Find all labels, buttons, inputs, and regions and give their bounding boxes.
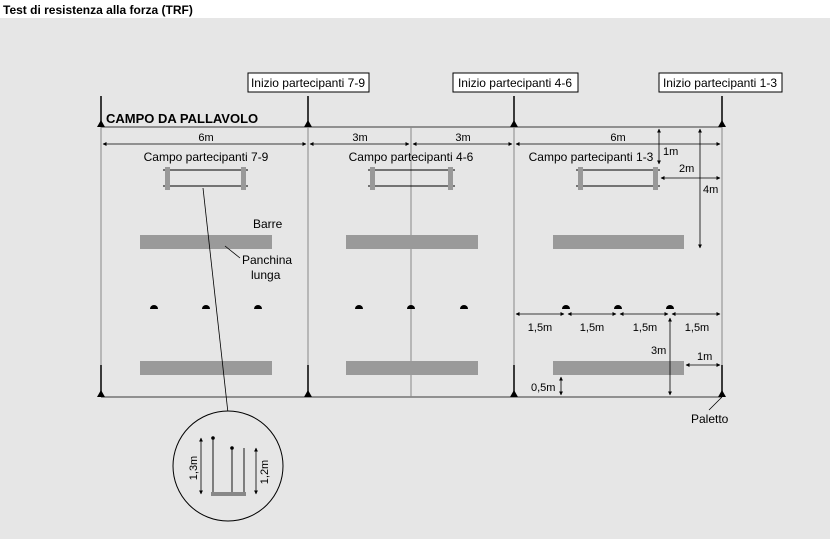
label-panchina: Panchina <box>242 253 292 267</box>
inset-dim-1-2: 1,2m <box>259 460 271 484</box>
label-barre: Barre <box>253 217 283 231</box>
dim-2m: 2m <box>679 163 694 175</box>
start-label-1-3: Inizio partecipanti 1-3 <box>658 72 783 93</box>
cones <box>150 305 674 309</box>
inset-leader-line <box>202 187 229 414</box>
dim-row-0: 1,5m <box>528 322 552 334</box>
court-dividers <box>100 127 723 397</box>
page-title: Test di resistenza alla forza (TRF) <box>3 3 193 17</box>
bench <box>140 361 272 375</box>
start-label-4-6-text: Inizio partecipanti 4-6 <box>458 76 572 90</box>
start-label-1-3-text: Inizio partecipanti 1-3 <box>663 76 777 90</box>
leader-line <box>708 396 723 411</box>
dim-top-0: 6m <box>198 132 213 144</box>
bench <box>346 361 478 375</box>
dim-row-3: 1,5m <box>685 322 709 334</box>
bar <box>576 167 660 190</box>
dim-top-2: 3m <box>455 132 470 144</box>
dim-top-1: 3m <box>352 132 367 144</box>
start-label-7-9-text: Inizio partecipanti 7-9 <box>251 76 365 90</box>
dim-top-3: 6m <box>610 132 625 144</box>
dim-3m: 3m <box>651 345 666 357</box>
diagram-svg: Inizio partecipanti 7-9 Inizio partecipa… <box>97 72 783 522</box>
bench <box>553 235 684 249</box>
label-lunga: lunga <box>251 268 281 282</box>
field-label-1-3: Campo partecipanti 1-3 <box>529 150 654 164</box>
dim-1m-bottom: 1m <box>697 351 712 363</box>
inset-detail: 1,3m 1,2m <box>172 410 284 522</box>
bottom-dimensions <box>559 317 721 396</box>
bench <box>140 235 272 249</box>
dim-1m-top: 1m <box>663 146 678 158</box>
dim-4m: 4m <box>703 184 718 196</box>
field-label-4-6: Campo partecipanti 4-6 <box>349 150 474 164</box>
diagram-canvas: Inizio partecipanti 7-9 Inizio partecipa… <box>0 18 830 539</box>
label-paletto: Paletto <box>691 412 729 426</box>
field-label-7-9: Campo partecipanti 7-9 <box>144 150 269 164</box>
dim-05m: 0,5m <box>531 382 555 394</box>
dim-row-2: 1,5m <box>633 322 657 334</box>
leader-line <box>224 245 241 259</box>
start-label-7-9: Inizio partecipanti 7-9 <box>247 72 370 93</box>
right-dimensions <box>657 128 721 249</box>
posts <box>97 96 726 397</box>
court-label: CAMPO DA PALLAVOLO <box>106 111 258 126</box>
bench <box>553 361 684 375</box>
dim-row-1: 1,5m <box>580 322 604 334</box>
start-label-4-6: Inizio partecipanti 4-6 <box>452 72 579 93</box>
inset-dim-1-3: 1,3m <box>188 456 200 480</box>
bench <box>346 235 478 249</box>
bar <box>368 167 455 190</box>
bar <box>163 167 248 190</box>
